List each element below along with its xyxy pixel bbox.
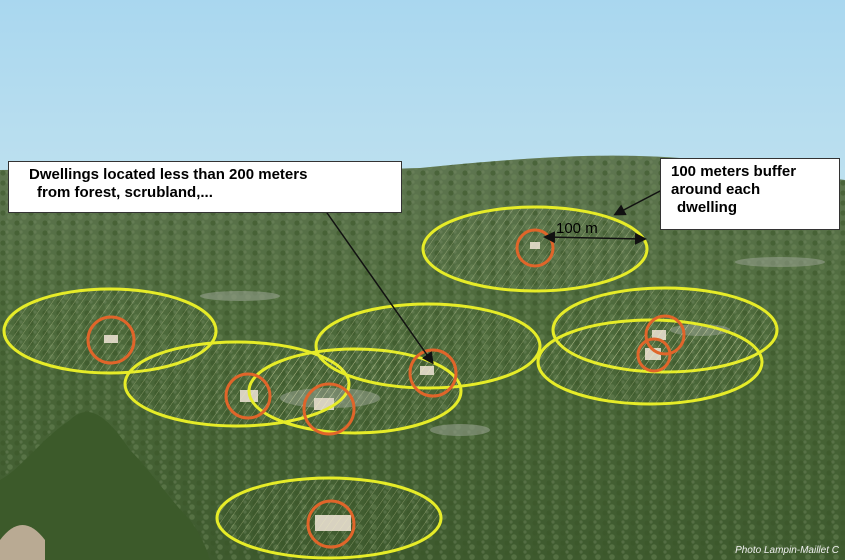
pointer-arrow-dwellings (324, 209, 434, 365)
dwellings-callout-line-2: from forest, scrubland,... (37, 184, 213, 201)
buffer-callout-line-2: around each (671, 181, 761, 198)
foreground-tree (0, 411, 210, 560)
buffer-callout-line-3: dwelling (677, 199, 737, 216)
buffer-ellipses (2, 205, 779, 560)
buffer-ellipse (536, 318, 764, 406)
dwelling-circles (86, 228, 686, 549)
pointer-arrow-buffer (613, 189, 663, 216)
dwelling-circle (86, 315, 136, 365)
dwelling-circle (408, 348, 458, 398)
buffer-callout: 100 meters buffer around each dwelling (660, 158, 840, 230)
buffer-callout-line-1: 100 meters buffer (671, 163, 797, 180)
foreground-rocks (0, 525, 45, 560)
buffer-ellipse (314, 302, 542, 390)
distance-arrow (543, 231, 647, 245)
dwelling-circle (636, 337, 672, 373)
photo-credit: Photo Lampin-Maillet C (735, 545, 839, 556)
dwelling-circle (515, 228, 555, 268)
dwellings-callout: Dwellings located less than 200 meters f… (8, 161, 402, 213)
dwelling-circle (306, 499, 356, 549)
buffer-ellipse (215, 476, 443, 560)
dwelling-circle (224, 372, 272, 420)
dwellings-callout-line-1: Dwellings located less than 200 meters (29, 166, 308, 183)
dwelling-circle (644, 314, 686, 356)
buffer-ellipse (421, 205, 649, 293)
dwelling-circle (302, 382, 356, 436)
distance-label: 100 m (556, 220, 598, 237)
